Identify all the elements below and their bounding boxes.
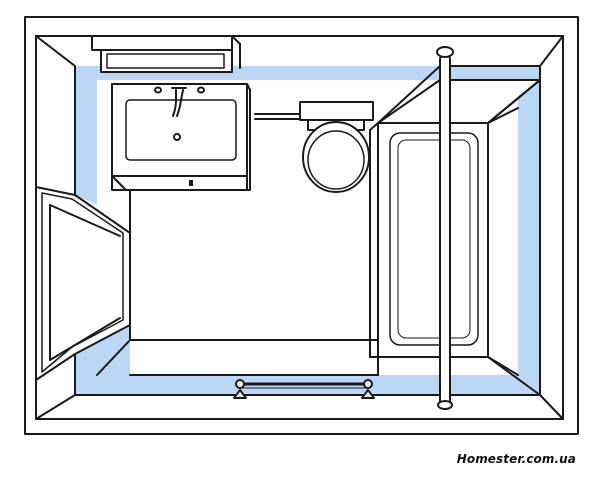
- corner-line-bottom-right: [539, 394, 564, 420]
- toilet: [299, 101, 374, 193]
- wall-band-top-right: [440, 66, 540, 80]
- corner-line-top-right: [539, 35, 564, 67]
- corner-line-bottom-left: [35, 394, 76, 420]
- bathtub: [369, 65, 541, 396]
- wall-band-bottom: [75, 325, 540, 395]
- faucet-icon: [154, 86, 205, 141]
- watermark-text: Homester.com.ua: [456, 452, 576, 466]
- corner-line-top-left: [35, 35, 76, 67]
- wall-band-top-left: [75, 66, 440, 205]
- door: [35, 186, 131, 381]
- shower-curtain-rod: [436, 46, 454, 410]
- sink-vanity: [111, 83, 251, 191]
- wall-band-right: [518, 80, 540, 395]
- towel-bar: [233, 379, 375, 399]
- mirror-cabinet: [91, 35, 241, 73]
- floor-corner-bottom-left: [96, 339, 131, 376]
